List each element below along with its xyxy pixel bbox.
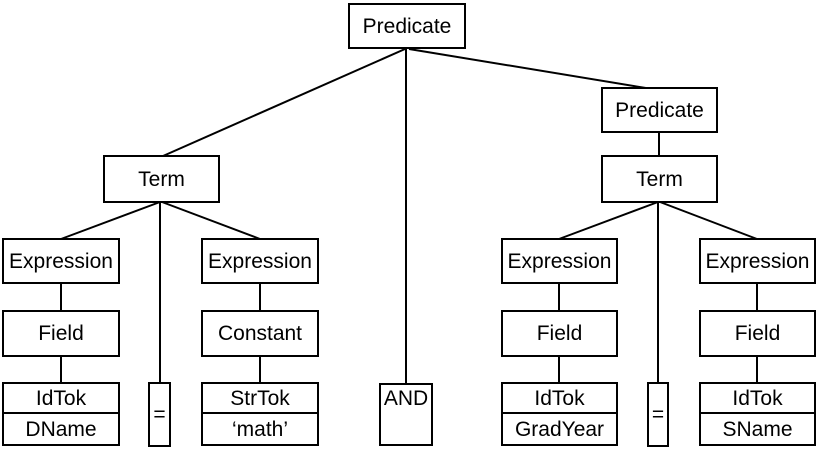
and-operator-node: AND xyxy=(379,383,433,446)
root-predicate-node: Predicate xyxy=(348,3,466,49)
left-lhs-token-node: IdTok DName xyxy=(2,382,120,446)
token-value-label: ‘math’ xyxy=(231,417,289,441)
right-rhs-token-node: IdTok SName xyxy=(699,382,816,446)
left-rhs-expression-node: Expression xyxy=(201,238,319,284)
token-type-label: IdTok xyxy=(4,384,118,414)
token-value-label: DName xyxy=(25,417,97,441)
left-term-node: Term xyxy=(103,155,220,203)
token-type-label: StrTok xyxy=(203,384,317,414)
right-predicate-node: Predicate xyxy=(601,87,718,133)
token-value-label: SName xyxy=(722,417,793,441)
right-lhs-expression-node: Expression xyxy=(501,238,618,284)
right-lhs-field-node: Field xyxy=(501,310,618,357)
left-lhs-expression-node: Expression xyxy=(2,238,120,284)
right-rhs-expression-node: Expression xyxy=(699,238,816,284)
token-type-label: IdTok xyxy=(503,384,616,414)
left-rhs-token-node: StrTok ‘math’ xyxy=(201,382,319,446)
left-rhs-constant-node: Constant xyxy=(201,310,319,357)
right-lhs-token-node: IdTok GradYear xyxy=(501,382,618,446)
token-type-label: IdTok xyxy=(701,384,814,414)
left-lhs-field-node: Field xyxy=(2,310,120,357)
token-value-label: GradYear xyxy=(514,417,605,441)
right-rhs-field-node: Field xyxy=(699,310,816,357)
right-term-node: Term xyxy=(601,155,718,203)
left-equals-node: = xyxy=(148,382,171,447)
right-equals-node: = xyxy=(647,382,669,447)
